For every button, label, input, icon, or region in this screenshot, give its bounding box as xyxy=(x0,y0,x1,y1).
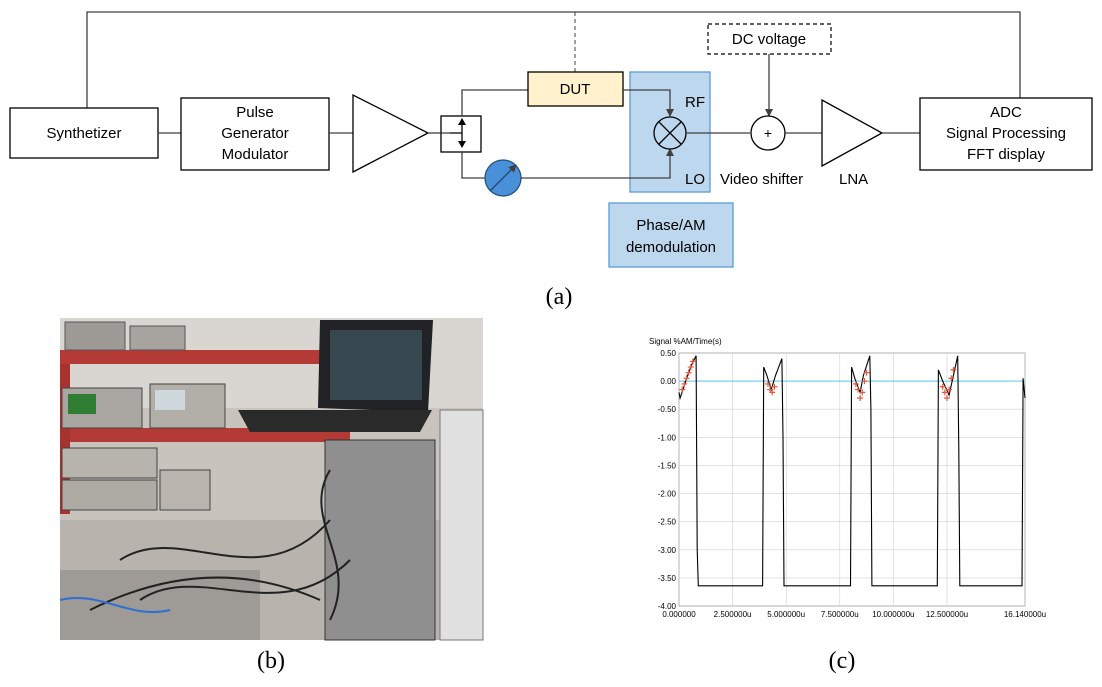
rack-cabinet xyxy=(324,439,436,641)
x-tick-label: 0.000000 xyxy=(662,610,696,619)
instrument-top-1 xyxy=(64,321,126,351)
instrument-top-2 xyxy=(129,325,186,351)
phase-shifter-arrow xyxy=(489,164,517,192)
rf-label: RF xyxy=(685,94,705,111)
data-point-marker xyxy=(764,380,771,387)
lna-triangle xyxy=(821,98,884,168)
splitter-arrow-up xyxy=(458,118,466,125)
dut-label: DUT xyxy=(560,81,591,98)
white-rack xyxy=(439,409,484,641)
adc-label-2: Signal Processing xyxy=(946,125,1066,142)
video-shifter-label: Video shifter xyxy=(720,171,803,188)
data-point-marker xyxy=(679,386,686,393)
data-point-marker xyxy=(687,364,694,371)
data-point-marker xyxy=(950,366,957,373)
adder-symbol: + xyxy=(764,125,772,141)
signal-am-chart: Signal %AM/Time(s) 0.50 0.00 -0.50 -1.00 -1.… xyxy=(649,337,1046,674)
data-point-marker xyxy=(939,383,946,390)
x-tick-label: 7.500000u xyxy=(821,610,859,619)
y-tick-label: -3.00 xyxy=(658,546,677,555)
lo-label: LO xyxy=(685,171,705,188)
data-point-marker xyxy=(946,386,953,393)
caption-a: (a) xyxy=(546,284,573,310)
screen-mid xyxy=(155,390,185,410)
data-point-marker xyxy=(852,380,859,387)
instrument-low-3 xyxy=(159,469,211,511)
y-tick-label: -3.50 xyxy=(658,574,677,583)
pulse-generator-box xyxy=(180,97,330,171)
data-point-marker xyxy=(943,394,950,401)
laptop-display xyxy=(330,330,422,400)
data-point-marker xyxy=(681,380,688,387)
data-point-marker xyxy=(855,386,862,393)
data-point-marker xyxy=(861,378,868,385)
splitter-to-phase-line xyxy=(461,152,485,179)
red-shelf-top xyxy=(60,350,320,364)
mixer-cross xyxy=(658,121,682,145)
data-point-marker xyxy=(857,394,864,401)
data-point-marker xyxy=(683,375,690,382)
y-tick-label: -4.00 xyxy=(658,602,677,611)
data-point-marker xyxy=(948,375,955,382)
demod-label-2: demodulation xyxy=(626,239,716,256)
dc-voltage-box xyxy=(707,23,832,55)
y-tick-label: 0.50 xyxy=(660,349,676,358)
series-line xyxy=(678,355,1026,587)
data-point-marker xyxy=(941,389,948,396)
y-tick-label: 0.00 xyxy=(660,377,676,386)
green-display xyxy=(68,394,96,414)
dut-box xyxy=(527,71,624,107)
instrument-low-2 xyxy=(61,479,158,511)
adc-label-1: ADC xyxy=(990,104,1022,121)
caption-b: (b) xyxy=(257,648,285,674)
x-tick-label: 12.500000u xyxy=(926,610,968,619)
laptop-keyboard xyxy=(238,410,432,432)
synthesizer-box xyxy=(9,107,159,159)
synth-to-adc-feedback-line xyxy=(86,11,1021,108)
synthesizer-label: Synthetizer xyxy=(46,125,121,142)
y-tick-label: -0.50 xyxy=(658,405,677,414)
y-tick-label: -2.50 xyxy=(658,518,677,527)
x-tick-label: 10.000000u xyxy=(872,610,914,619)
y-tick-label: -1.00 xyxy=(658,433,677,442)
cables xyxy=(89,469,351,621)
instrument-low-1 xyxy=(61,447,158,479)
x-tick-label: 2.500000u xyxy=(714,610,752,619)
data-point-marker xyxy=(769,389,776,396)
pulse-gen-label-2: Generator xyxy=(221,125,289,142)
adc-label-3: FFT display xyxy=(967,146,1046,163)
dut-to-rf-line xyxy=(623,89,674,117)
blue-cable xyxy=(59,596,171,614)
x-tick-label: 16.140000u xyxy=(1004,610,1046,619)
data-point-marker xyxy=(685,369,692,376)
data-point-marker xyxy=(771,383,778,390)
x-tick-label: 5.000000u xyxy=(767,610,805,619)
data-point-marker xyxy=(859,389,866,396)
pulse-gen-label-1: Pulse xyxy=(236,104,274,121)
data-point-marker xyxy=(863,369,870,376)
lna-label: LNA xyxy=(839,171,868,188)
lab-bench-photo: (b) xyxy=(59,318,484,674)
bench-front xyxy=(60,570,260,640)
pulse-gen-label-3: Modulator xyxy=(222,146,289,163)
splitter-to-dut-line xyxy=(461,89,528,116)
block-diagram: Synthetizer Pulse Generator Modulator DU… xyxy=(9,11,1093,310)
y-tick-label: -1.50 xyxy=(658,461,677,470)
tick-labels: 0.50 0.00 -0.50 -1.00 -1.50 -2.00 -2.50 -3.00 -3… xyxy=(658,349,1046,619)
y-tick-label: -2.00 xyxy=(658,490,677,499)
power-amplifier-triangle xyxy=(352,93,430,174)
demod-label-1: Phase/AM xyxy=(636,217,705,234)
phase-to-lo-line xyxy=(521,148,674,179)
splitter-arrow-down xyxy=(458,141,466,148)
chart-title: Signal %AM/Time(s) xyxy=(649,337,722,346)
series-layer xyxy=(678,355,1026,587)
demod-legend-box xyxy=(608,202,734,268)
red-shelf-post xyxy=(60,364,70,514)
adc-box xyxy=(919,97,1093,171)
caption-c: (c) xyxy=(829,648,856,674)
data-point-marker xyxy=(689,358,696,365)
dc-voltage-label: DC voltage xyxy=(732,31,806,48)
